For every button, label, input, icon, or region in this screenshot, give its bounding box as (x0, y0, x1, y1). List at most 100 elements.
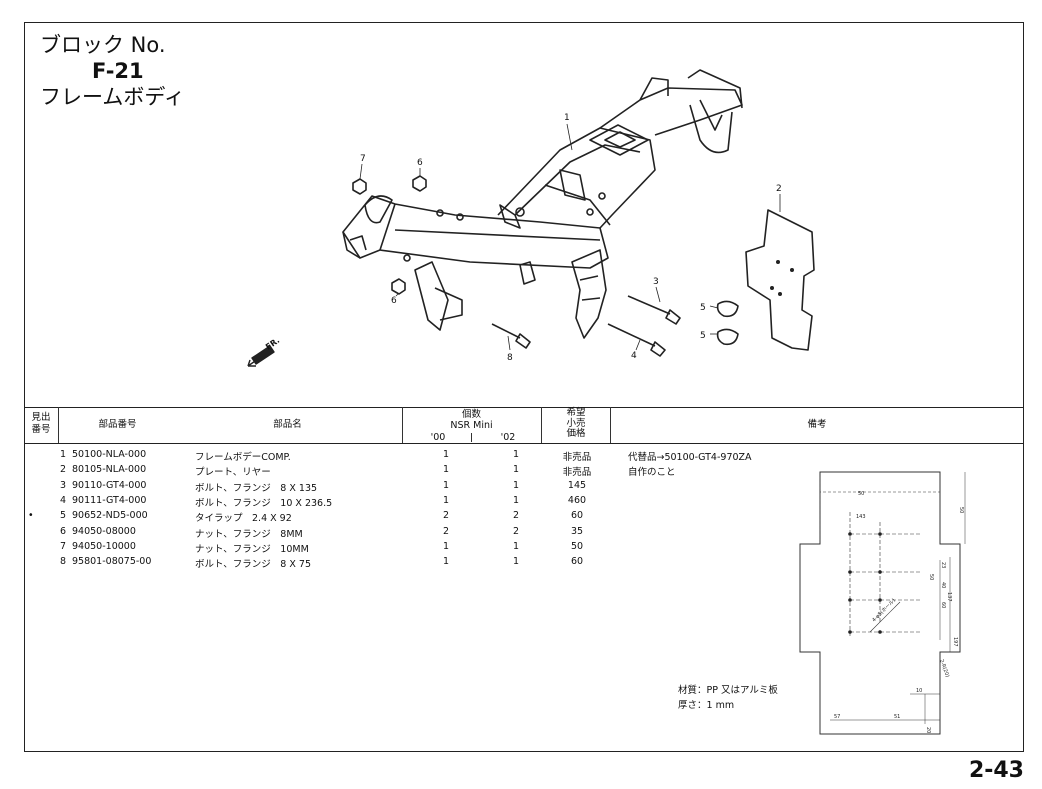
row-price: 35 (570, 525, 584, 537)
row-qty-00: 1 (442, 479, 450, 491)
row-part-no: 90111-GT4-000 (72, 494, 147, 506)
remark-row-1: 代替品→50100-GT4-970ZA (628, 452, 752, 463)
dim-label: 20 (925, 727, 931, 733)
dim-label: 50 (958, 507, 964, 513)
header-year-00: '00 (430, 432, 446, 443)
table-row: 6 94050-08000 ナット、フランジ 8MM 2 2 35 (24, 526, 624, 541)
table-row: 7 94050-10000 ナット、フランジ 10MM 1 1 50 (24, 541, 624, 556)
col-sep (402, 407, 403, 443)
bolt-4 (607, 323, 666, 357)
row-ref-no: 8 (60, 556, 67, 568)
row-qty-02: 1 (512, 464, 520, 476)
dim-label: 40 (940, 582, 946, 588)
plate-material-note: 材質：PP 又はアルミ板 (678, 685, 778, 696)
row-qty-02: 1 (512, 449, 520, 460)
dim-label: 137 (946, 592, 952, 602)
callout-3: 3 (653, 277, 659, 287)
dim-label: 143 (856, 514, 866, 520)
callout-7: 7 (360, 154, 366, 164)
page-number: 2-43 (968, 758, 1024, 783)
row-price: 50 (570, 540, 584, 552)
row-part-no: 94050-08000 (72, 525, 136, 537)
frame-body (342, 69, 743, 339)
row-mark: • (28, 510, 34, 522)
row-part-name: ボルト、フランジ 10 X 236.5 (195, 497, 333, 509)
col-sep (58, 407, 59, 443)
row-ref-no: 2 (60, 464, 67, 476)
row-price: 60 (570, 556, 584, 568)
row-part-no: 94050-10000 (72, 540, 136, 552)
row-part-no: 50100-NLA-000 (72, 449, 147, 460)
row-part-name: タイラップ 2.4 X 92 (195, 513, 292, 525)
tie-wrap-lower (716, 328, 739, 346)
callout-5a: 5 (700, 303, 706, 313)
block-number-label: ブロック No. (40, 33, 166, 57)
header-model: NSR Mini (450, 420, 493, 431)
row-qty-02: 2 (512, 525, 520, 537)
row-qty-00: 1 (442, 464, 450, 476)
rear-plate (745, 209, 815, 351)
row-qty-00: 2 (442, 525, 450, 537)
year-sep (471, 433, 472, 442)
row-qty-02: 1 (512, 494, 520, 506)
nut-6-lower (391, 278, 406, 295)
row-part-name: ナット、フランジ 10MM (195, 543, 309, 555)
bolt-8 (491, 323, 531, 349)
row-ref-no: 5 (60, 510, 67, 522)
row-ref-no: 7 (60, 540, 67, 552)
block-code: F-21 (92, 59, 144, 83)
plate-thickness-note: 厚さ：1 mm (678, 700, 735, 711)
row-part-name: ボルト、フランジ 8 X 75 (195, 559, 311, 571)
row-part-name: ボルト、フランジ 8 X 135 (195, 482, 318, 494)
row-ref-no: 6 (60, 525, 67, 537)
dim-label: 50 (858, 491, 864, 497)
row-part-no: 95801-08075-00 (72, 556, 152, 568)
row-qty-00: 1 (442, 556, 450, 568)
callout-4: 4 (631, 351, 637, 361)
row-qty-00: 1 (442, 540, 450, 552)
header-ref-no: 見出 番号 (31, 412, 51, 435)
row-part-no: 80105-NLA-000 (72, 464, 147, 476)
page-frame (24, 22, 1024, 752)
row-price: 460 (567, 494, 587, 506)
tie-wrap-upper (716, 300, 739, 318)
dim-label: 60 (940, 602, 946, 608)
header-year-02: '02 (500, 432, 516, 443)
frame-illustration: 1 2 3 4 5 5 6 6 7 8 FR. (247, 69, 815, 367)
row-price: 非売品 (562, 467, 592, 479)
plate-dimension-drawing: 50 50 143 60 23 40 50 137 197 4-φ5(ホール) … (799, 471, 966, 735)
row-qty-00: 1 (442, 449, 450, 460)
plate-holes (770, 260, 794, 296)
row-qty-02: 2 (512, 510, 520, 522)
dim-label: 57 (834, 714, 840, 720)
table-row: 4 90111-GT4-000 ボルト、フランジ 10 X 236.5 1 1 460 (24, 495, 624, 510)
remark-row-2: 自作のこと (628, 467, 676, 478)
row-part-name: フレームボデーCOMP. (195, 452, 291, 463)
row-price: 非売品 (562, 452, 592, 463)
row-part-no: 90110-GT4-000 (72, 479, 147, 491)
block-name: フレームボディ (40, 85, 185, 109)
table-row: 1 50100-NLA-000 フレームボデーCOMP. 1 1 非売品 (24, 449, 624, 464)
bolt-3 (627, 295, 681, 325)
row-ref-no: 1 (60, 449, 67, 460)
dim-label: 51 (894, 714, 900, 720)
row-qty-00: 2 (442, 510, 450, 522)
nut-7 (352, 178, 367, 195)
callout-5b: 5 (700, 331, 706, 341)
header-price: 希望 小売 価格 (566, 407, 586, 439)
nut-6-upper (412, 175, 427, 192)
row-ref-no: 4 (60, 494, 67, 506)
row-qty-02: 1 (512, 479, 520, 491)
row-qty-02: 1 (512, 540, 520, 552)
header-part-no: 部品番号 (98, 419, 137, 430)
col-sep (610, 407, 611, 443)
row-qty-00: 1 (442, 494, 450, 506)
dim-label: 4-φ5(ホール) (871, 598, 897, 624)
row-part-name: ナット、フランジ 8MM (195, 528, 303, 540)
fr-arrow-icon (247, 345, 275, 367)
callout-1: 1 (564, 113, 570, 123)
